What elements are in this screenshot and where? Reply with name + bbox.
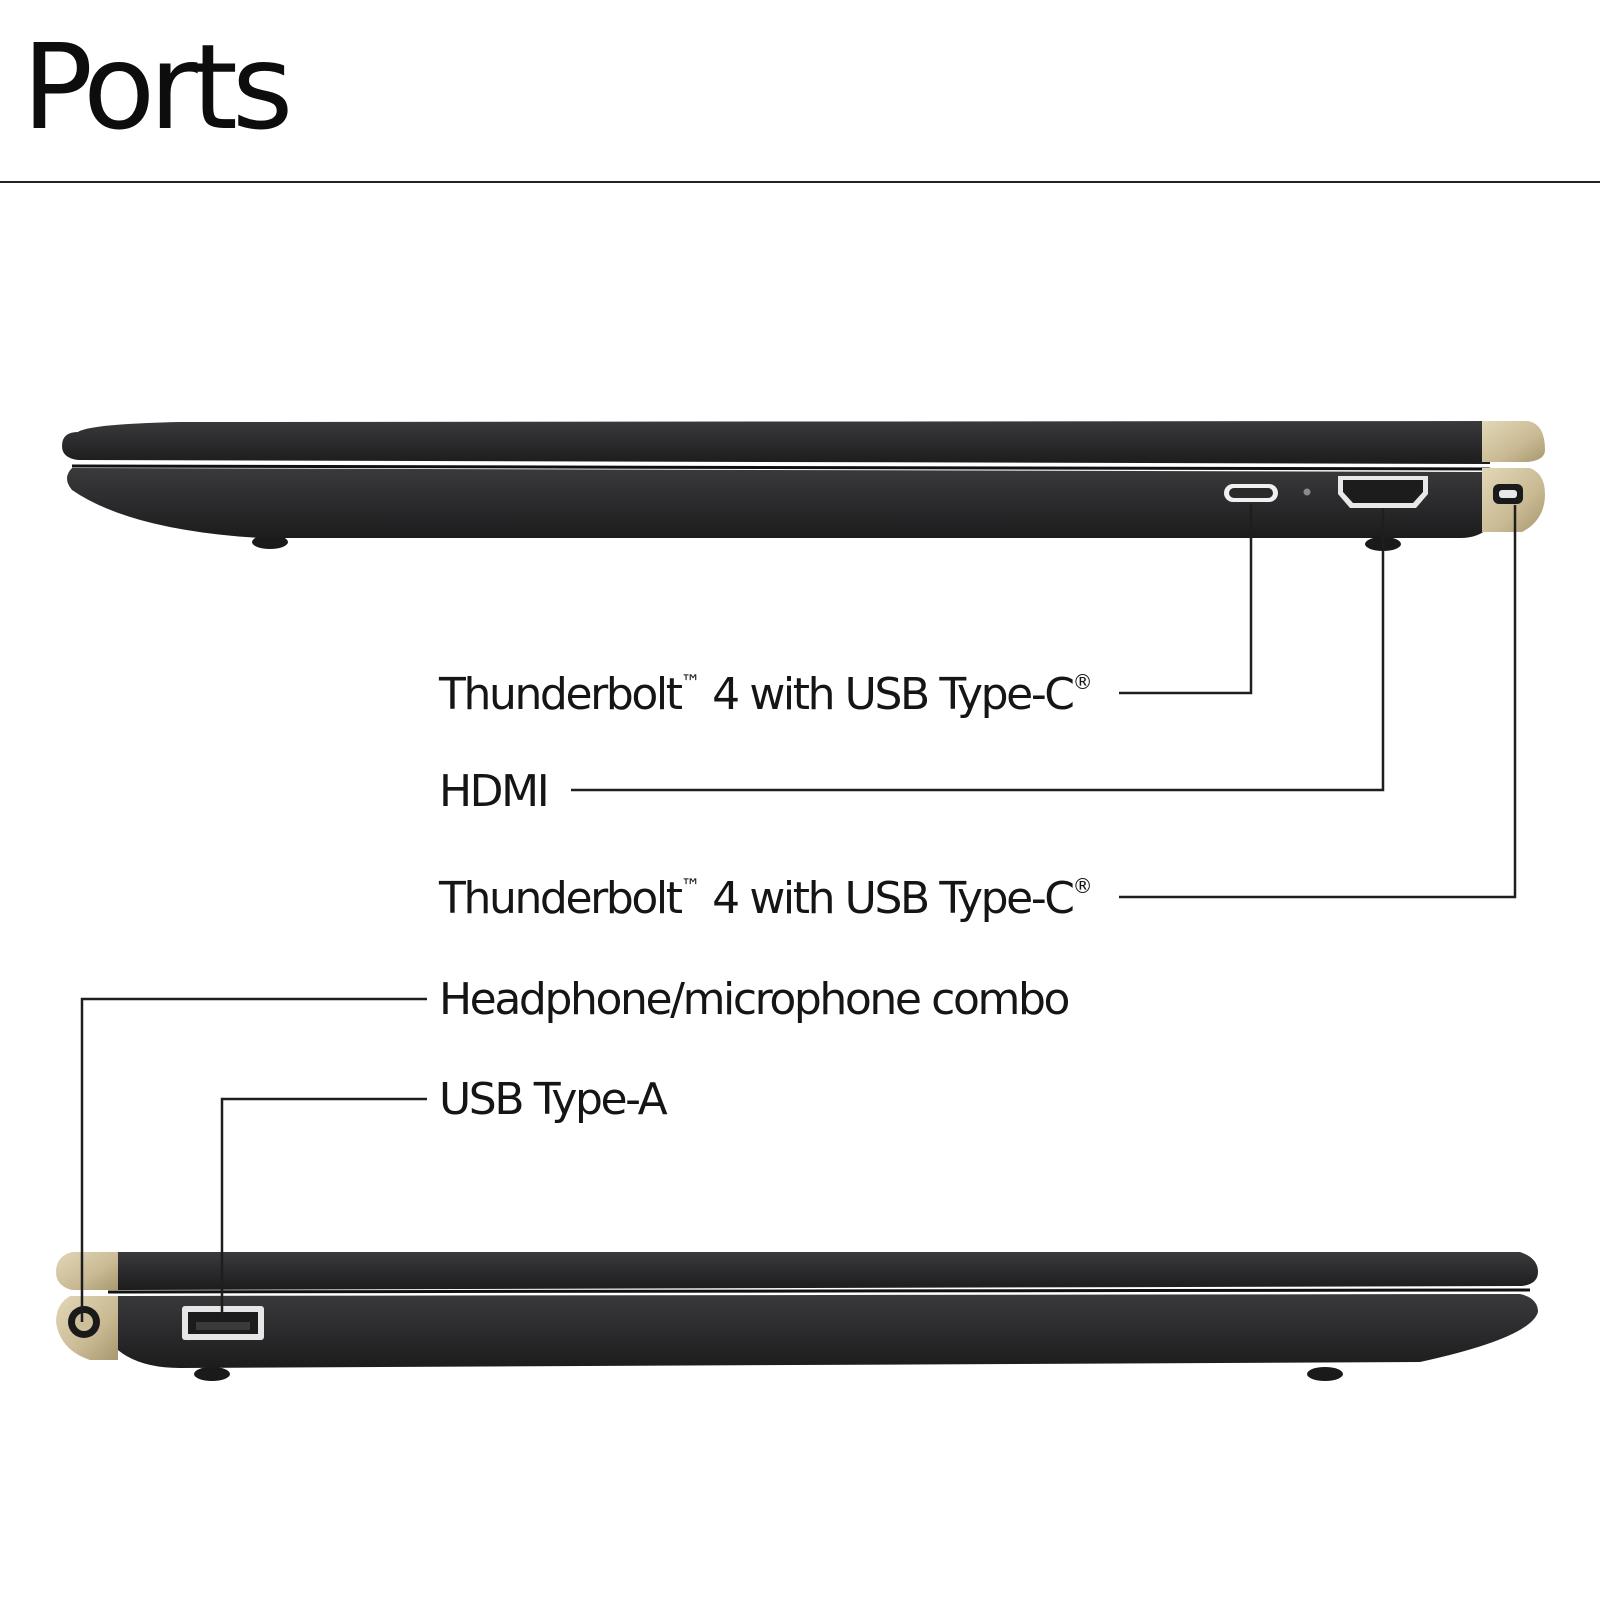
thunderbolt-port-inner — [1229, 488, 1273, 498]
leader-thunderbolt-1 — [1119, 504, 1253, 695]
page-title: Ports — [22, 18, 293, 156]
laptop-lid — [108, 1252, 1538, 1290]
laptop-foot — [252, 535, 288, 549]
lid-seam — [107, 1288, 1531, 1294]
leader-hdmi — [571, 508, 1385, 792]
usb-a-port-tongue — [196, 1322, 250, 1330]
leader-thunderbolt-2 — [1119, 505, 1517, 899]
label-thunderbolt-right-2: Thunderbolt™ 4 with USB Type-C® — [439, 873, 1093, 924]
laptop-base — [108, 1294, 1538, 1368]
label-hdmi: HDMI — [439, 766, 550, 817]
laptop-foot — [194, 1367, 230, 1381]
label-headphone-combo: Headphone/microphone combo — [439, 974, 1070, 1025]
laptop-left-side-view — [56, 1252, 1538, 1381]
laptop-right-side-view — [62, 421, 1545, 551]
laptop-foot — [1307, 1367, 1343, 1381]
label-thunderbolt-right-1: Thunderbolt™ 4 with USB Type-C® — [439, 669, 1093, 720]
hinge — [1482, 421, 1545, 462]
laptop-lid — [62, 421, 1490, 464]
hdmi-port-inner — [1343, 480, 1423, 503]
headphone-jack-inner — [75, 1313, 93, 1331]
leader-lines — [80, 504, 1517, 1322]
label-usb-type-a: USB Type-A — [439, 1074, 668, 1125]
title-divider — [0, 181, 1600, 183]
status-led — [1303, 488, 1311, 496]
laptop-base — [67, 468, 1490, 538]
hinge — [56, 1252, 118, 1290]
leader-headphone — [80, 997, 427, 1322]
leader-usb-a — [220, 1097, 427, 1320]
lid-seam — [71, 464, 1491, 471]
thunderbolt-port-inner — [1499, 490, 1517, 498]
